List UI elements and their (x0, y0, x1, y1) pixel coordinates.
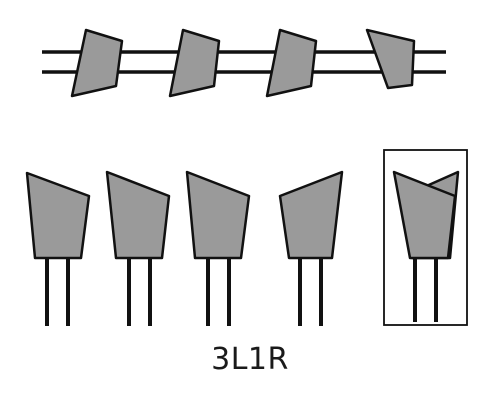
front-tooth-head-1 (25, 171, 91, 260)
top-tooth-left-2 (168, 28, 221, 98)
front-tooth-3 (185, 170, 251, 326)
top-view (42, 28, 446, 98)
front-tooth-1 (25, 171, 91, 326)
front-tooth-head-2 (105, 170, 171, 260)
front-tooth-4 (278, 170, 344, 326)
detail-tooth-left (392, 170, 457, 260)
front-tooth-2 (105, 170, 171, 326)
top-tooth-right-4 (365, 28, 416, 90)
overlap-detail (383, 149, 468, 326)
front-tooth-head-4 (278, 170, 344, 260)
tooth-pattern-label: 3L1R (211, 342, 289, 377)
front-tooth-head-3 (185, 170, 251, 260)
front-view (25, 149, 468, 326)
top-tooth-left-1 (70, 28, 124, 98)
top-tooth-left-3 (265, 28, 318, 98)
